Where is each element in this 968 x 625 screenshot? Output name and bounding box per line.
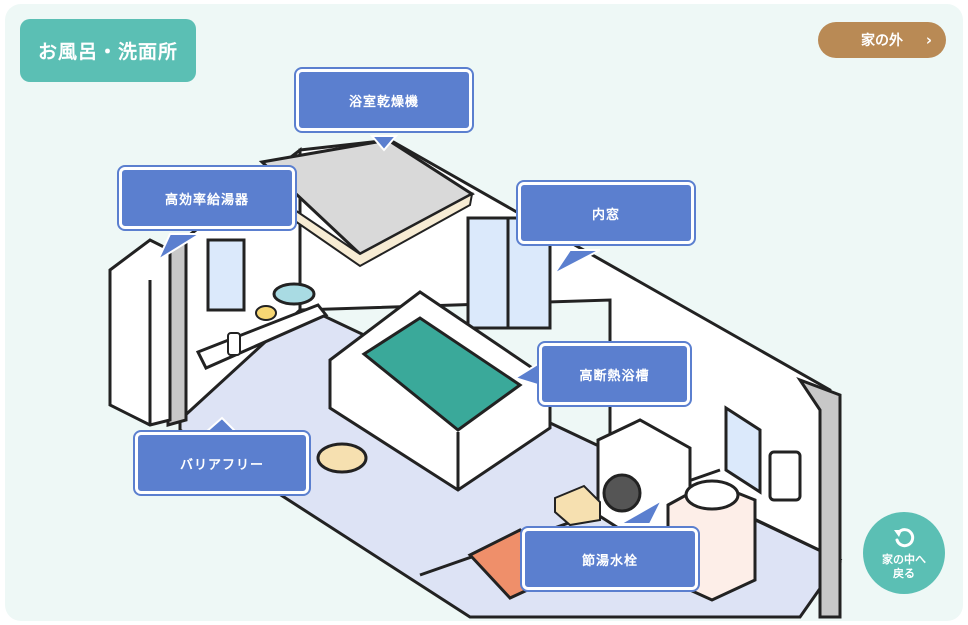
- callout-water-heater[interactable]: 高効率給湯器: [119, 167, 295, 229]
- towel: [768, 450, 802, 502]
- bath-stool: [316, 442, 368, 474]
- scene-panel: [5, 4, 963, 621]
- callout-inner-window[interactable]: 内窓: [518, 182, 694, 244]
- callout-insulated-bathtub[interactable]: 高断熱浴槽: [539, 343, 690, 405]
- bathroom-illustration: [108, 135, 843, 619]
- callout-water-saving-faucet[interactable]: 節湯水栓: [522, 528, 698, 590]
- callout-bathroom-dryer[interactable]: 浴室乾燥機: [296, 69, 472, 131]
- chevron-right-icon: ›: [925, 31, 932, 49]
- back-to-house-button[interactable]: 家の中へ 戻る: [863, 512, 945, 594]
- undo-arrow-icon: [894, 527, 915, 547]
- right-wall-edge: [796, 376, 842, 619]
- laundry-basket: [554, 484, 601, 527]
- back-button-line1: 家の中へ: [882, 552, 926, 566]
- page-title: お風呂・洗面所: [20, 19, 196, 82]
- outside-button-label: 家の外: [861, 33, 903, 49]
- wash-mirror: [724, 405, 762, 495]
- bath-mirror: [206, 238, 246, 312]
- callout-barrier-free[interactable]: バリアフリー: [135, 432, 309, 494]
- outside-house-button[interactable]: 家の外 ›: [818, 22, 946, 58]
- back-button-line2: 戻る: [893, 566, 915, 580]
- water-heater: [108, 238, 172, 427]
